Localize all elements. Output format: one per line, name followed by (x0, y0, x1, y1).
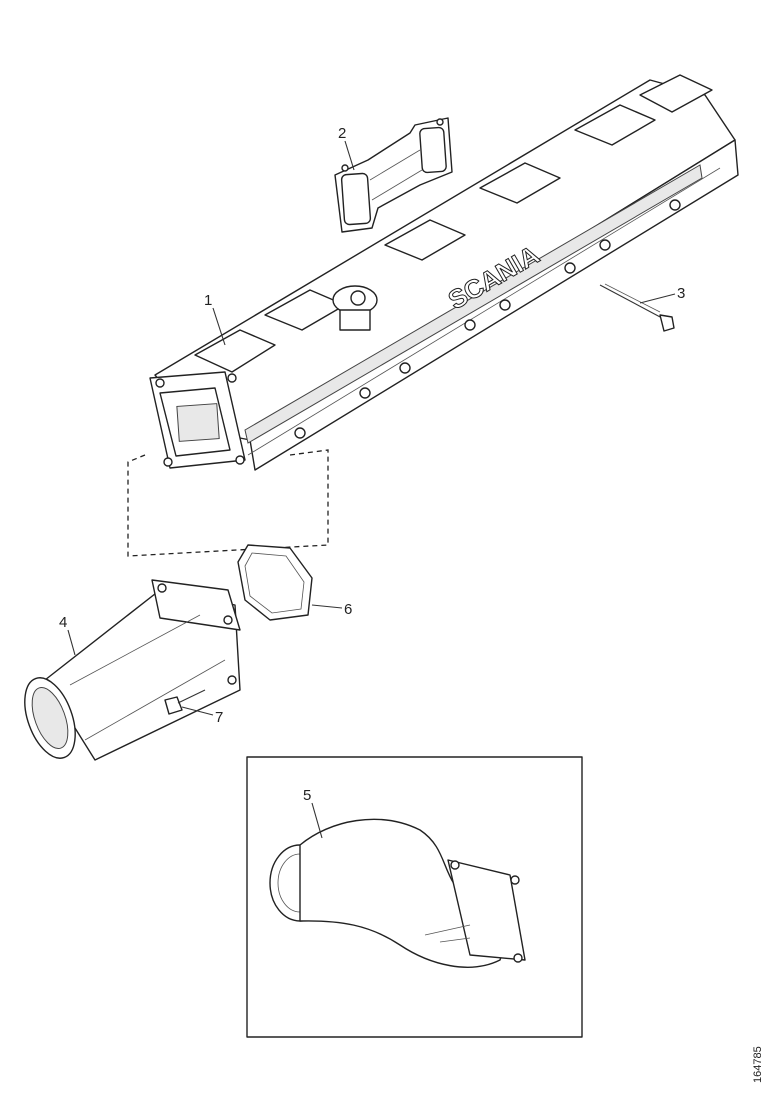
leader-line-6 (311, 604, 343, 609)
leader-line-5 (311, 802, 323, 839)
dashed-connection-lines (127, 449, 329, 557)
callout-7: 7 (215, 709, 223, 726)
callout-2: 2 (338, 125, 346, 142)
sensor-boss (332, 285, 378, 331)
leader-line-4 (67, 629, 76, 656)
leader-line-7 (181, 706, 214, 716)
callout-3: 3 (677, 285, 685, 302)
callout-labels: 1 2 3 4 5 6 7 (59, 125, 685, 804)
leader-line-2 (344, 140, 355, 171)
manifold-inlet-flange (149, 371, 246, 469)
bolt-part-7 (164, 689, 206, 715)
manifold-port-blocks (194, 74, 713, 373)
bolt-part-3 (599, 283, 675, 332)
o-ring-gasket-part (237, 544, 313, 621)
leader-line-1 (212, 307, 226, 346)
leader-lines (67, 140, 676, 839)
callout-5: 5 (303, 787, 311, 804)
callout-4: 4 (59, 614, 67, 631)
inlet-manifold-part: SCANIA (149, 74, 739, 471)
top-gasket-part (334, 117, 453, 233)
inset-panel (246, 756, 583, 1038)
manifold-bolt-bosses (294, 199, 681, 439)
callout-6: 6 (344, 601, 352, 618)
drawing-reference-number: 164785 (752, 1046, 764, 1083)
leader-line-3 (639, 293, 676, 304)
callout-1: 1 (204, 292, 212, 309)
inlet-pipe-part (24, 579, 241, 761)
elbow-pipe-part (269, 818, 526, 968)
